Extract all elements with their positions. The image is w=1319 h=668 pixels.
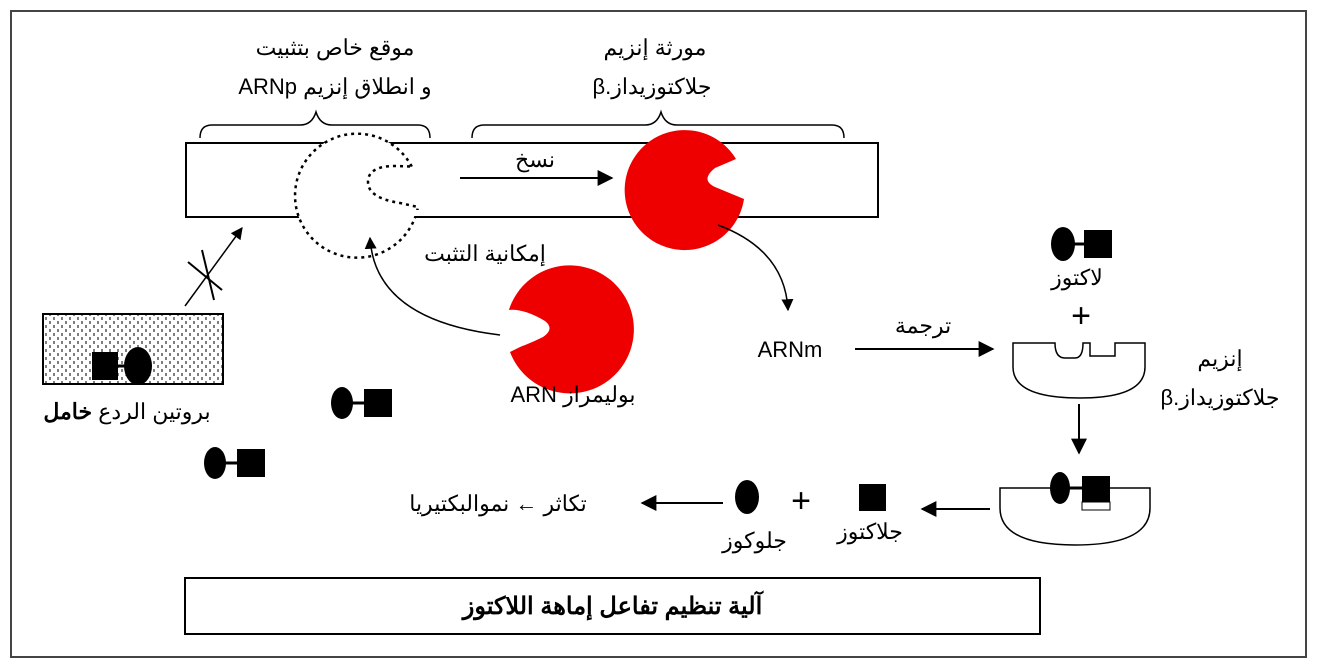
- galactose-label: جلاكتوز: [837, 519, 903, 544]
- blocked-arrow: [184, 227, 243, 307]
- title-box: آلية تنظيم تفاعل إماهة اللاكتوز: [184, 577, 1041, 635]
- binding-possibility-label: إمكانية التثبت: [424, 241, 546, 266]
- translation-label: ترجمة: [894, 313, 952, 338]
- blocked-cross-1: [187, 261, 223, 291]
- repressor-bound-lactose: [92, 347, 152, 385]
- binding-site-label-line2: و انطلاق إنزيم ARNp: [238, 74, 432, 99]
- glucose-molecule: [735, 480, 759, 514]
- enzyme-bound-lactose: [1050, 472, 1111, 511]
- enzyme-bound: [999, 487, 1151, 546]
- rna-polymerase-on-gene: [624, 130, 744, 251]
- binding-site-label-line1: موقع خاص بتثبيت: [255, 35, 415, 60]
- gene-label-line1: مورثة إنزيم: [603, 35, 707, 60]
- title: آلية تنظيم تفاعل إماهة اللاكتوز: [462, 592, 763, 620]
- plus-top: +: [1071, 297, 1091, 335]
- lactose-top: [1051, 227, 1112, 261]
- galactose-molecule: [859, 484, 886, 511]
- rna-polymerase-label: ARN بوليمراز: [510, 382, 636, 407]
- blocked-cross-2: [201, 249, 215, 301]
- lactose-free-2: [204, 447, 265, 479]
- result-label: تكاثر ← نموالبكتيريا: [409, 491, 587, 516]
- binding-possibility-arrow: [364, 236, 501, 336]
- repressor-state: خامل: [43, 399, 93, 424]
- binding-site-empty: [293, 132, 420, 259]
- brace-gene: [471, 109, 845, 139]
- mrna-label: ARNm: [757, 337, 823, 362]
- enzyme-label-line2: β.جلاكتوزيداز: [1160, 385, 1280, 410]
- plus-bottom: +: [791, 482, 811, 520]
- repressor-label: بروتين الردع خامل: [22, 398, 232, 426]
- lactose-free-1: [331, 387, 392, 419]
- figure-frame: [10, 10, 1307, 658]
- enzyme-label-line1: إنزيم: [1197, 346, 1243, 371]
- glucose-label: جلوكوز: [722, 528, 787, 553]
- rna-polymerase-free: [508, 265, 634, 394]
- gene-label-line2: β.جلاكتوزيداز: [592, 74, 712, 99]
- brace-binding-site: [199, 109, 431, 139]
- mrna-arrow: [717, 224, 794, 312]
- transcription-label: نسخ: [515, 147, 555, 172]
- enzyme-empty: [1012, 342, 1146, 399]
- repressor-prefix: بروتين الردع: [98, 399, 211, 424]
- lactose-label: لاكتوز: [1051, 265, 1103, 290]
